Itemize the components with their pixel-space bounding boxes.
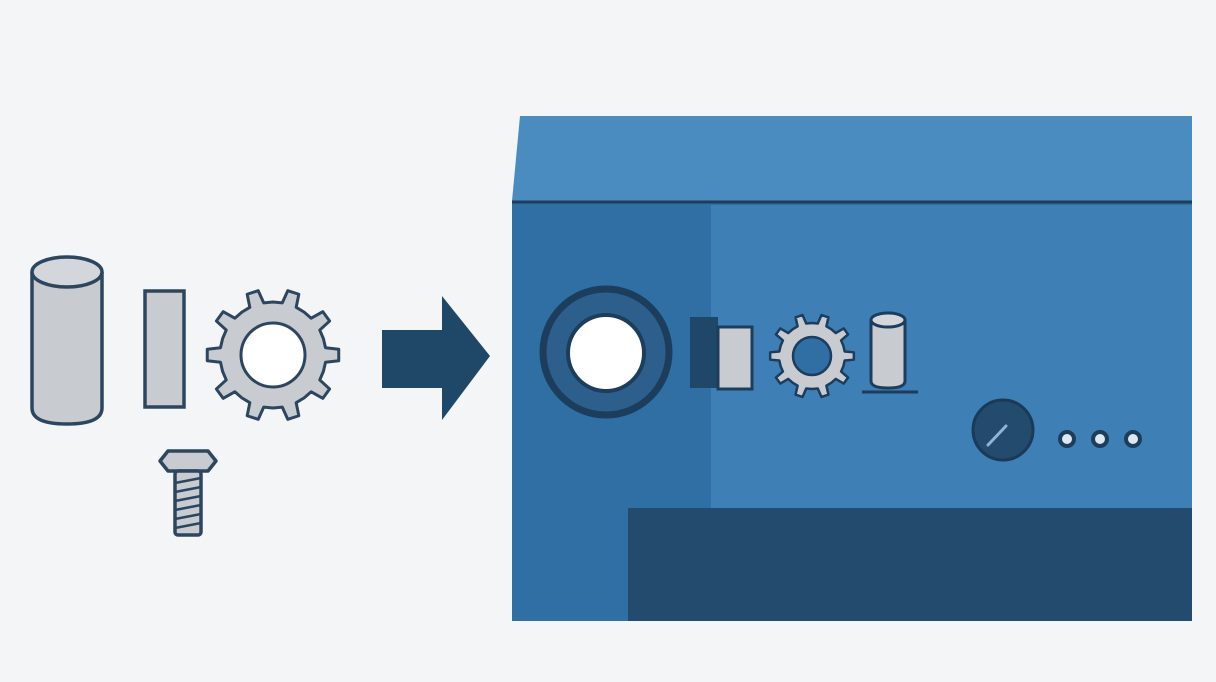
indicator-dot — [1124, 430, 1142, 448]
gear-icon — [205, 289, 341, 421]
right-arrow-icon — [382, 296, 490, 420]
indicator-dot — [1058, 430, 1076, 448]
indicator-dot — [1091, 430, 1109, 448]
rectangular-block-icon — [716, 325, 754, 391]
cylinder-part-icon — [30, 255, 104, 426]
machine-parts-row — [690, 311, 918, 399]
ring-inlet-icon — [539, 285, 673, 419]
gear-icon — [768, 313, 856, 399]
dial-knob-icon — [971, 398, 1035, 462]
cylinder-part-icon — [869, 311, 907, 390]
bolt-icon — [158, 449, 218, 537]
loose-parts-group — [30, 255, 341, 537]
indicator-dots — [1058, 430, 1142, 448]
rectangular-block-icon — [143, 289, 186, 409]
machine-top-face — [512, 116, 1192, 201]
machine-bottom-panel — [628, 508, 1192, 621]
assembly-machine-icon — [512, 116, 1192, 621]
